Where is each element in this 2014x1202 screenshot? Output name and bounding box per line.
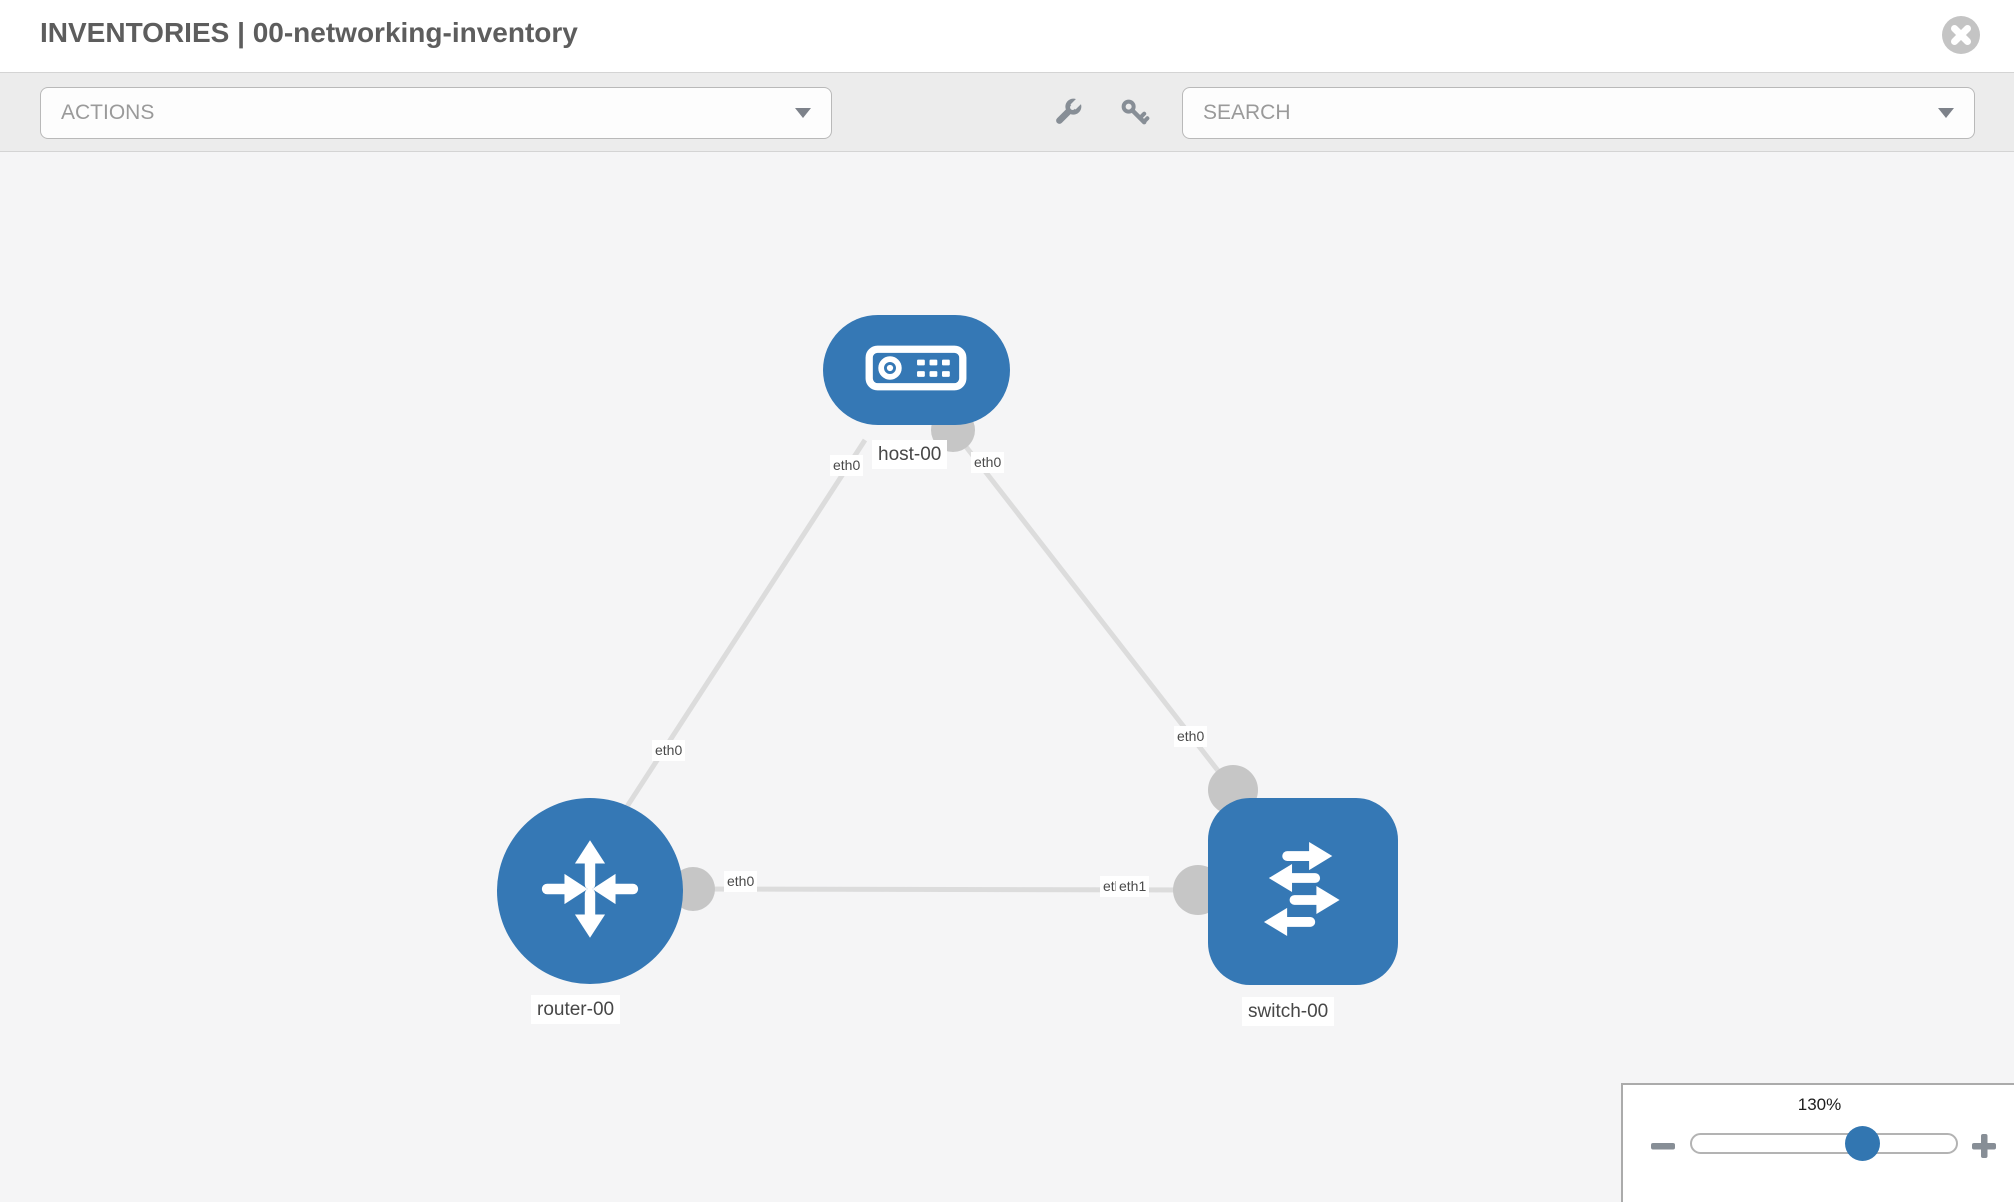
interface-label: eth0: [971, 452, 1005, 473]
node-host-00[interactable]: [822, 315, 1010, 425]
key-icon: [1117, 99, 1153, 134]
configure-button[interactable]: [1049, 95, 1085, 131]
zoom-out-button[interactable]: [1650, 1133, 1676, 1159]
router-icon: [532, 831, 648, 952]
interface-label: eth0: [1174, 726, 1208, 747]
topology-canvas[interactable]: [0, 152, 2014, 1200]
node-switch-00[interactable]: [1208, 797, 1398, 985]
node-router-00[interactable]: [497, 798, 683, 984]
zoom-in-button[interactable]: [1971, 1133, 1997, 1159]
wrench-icon: [1049, 97, 1085, 134]
interface-label: eth0: [830, 455, 864, 476]
switch-icon: [1242, 828, 1364, 955]
chevron-down-icon: [795, 108, 811, 118]
search-dropdown[interactable]: SEARCH: [1182, 87, 1975, 139]
plus-icon: [1971, 1134, 1997, 1162]
zoom-level-readout: 130%: [1797, 1095, 1842, 1114]
node-label-switch-00: switch-00: [1242, 997, 1335, 1026]
interface-label: eth0: [724, 871, 758, 892]
zoom-slider-track[interactable]: [1690, 1133, 1958, 1154]
link-host-00-router-00[interactable]: [612, 438, 868, 827]
minus-icon: [1650, 1143, 1676, 1162]
page-title: INVENTORIES | 00-networking-inventory: [40, 17, 578, 48]
host-icon: [864, 342, 968, 399]
interface-label: eth1: [1116, 876, 1150, 897]
node-label-router-00: router-00: [531, 995, 621, 1024]
close-button[interactable]: [1941, 15, 1981, 55]
chevron-down-icon: [1938, 108, 1954, 118]
close-icon: [1941, 16, 1981, 58]
node-label-host-00: host-00: [872, 440, 948, 469]
credentials-button[interactable]: [1117, 95, 1153, 131]
zoom-panel: 130%: [1621, 1083, 2014, 1202]
zoom-slider-thumb[interactable]: [1845, 1126, 1881, 1161]
interface-label: eth0: [652, 740, 686, 761]
actions-dropdown-label: ACTIONS: [61, 101, 155, 124]
toolbar: ACTIONS: [0, 72, 2014, 152]
header-bar: INVENTORIES | 00-networking-inventory: [0, 0, 2014, 72]
actions-dropdown[interactable]: ACTIONS: [40, 87, 832, 139]
search-dropdown-label: SEARCH: [1203, 101, 1291, 124]
